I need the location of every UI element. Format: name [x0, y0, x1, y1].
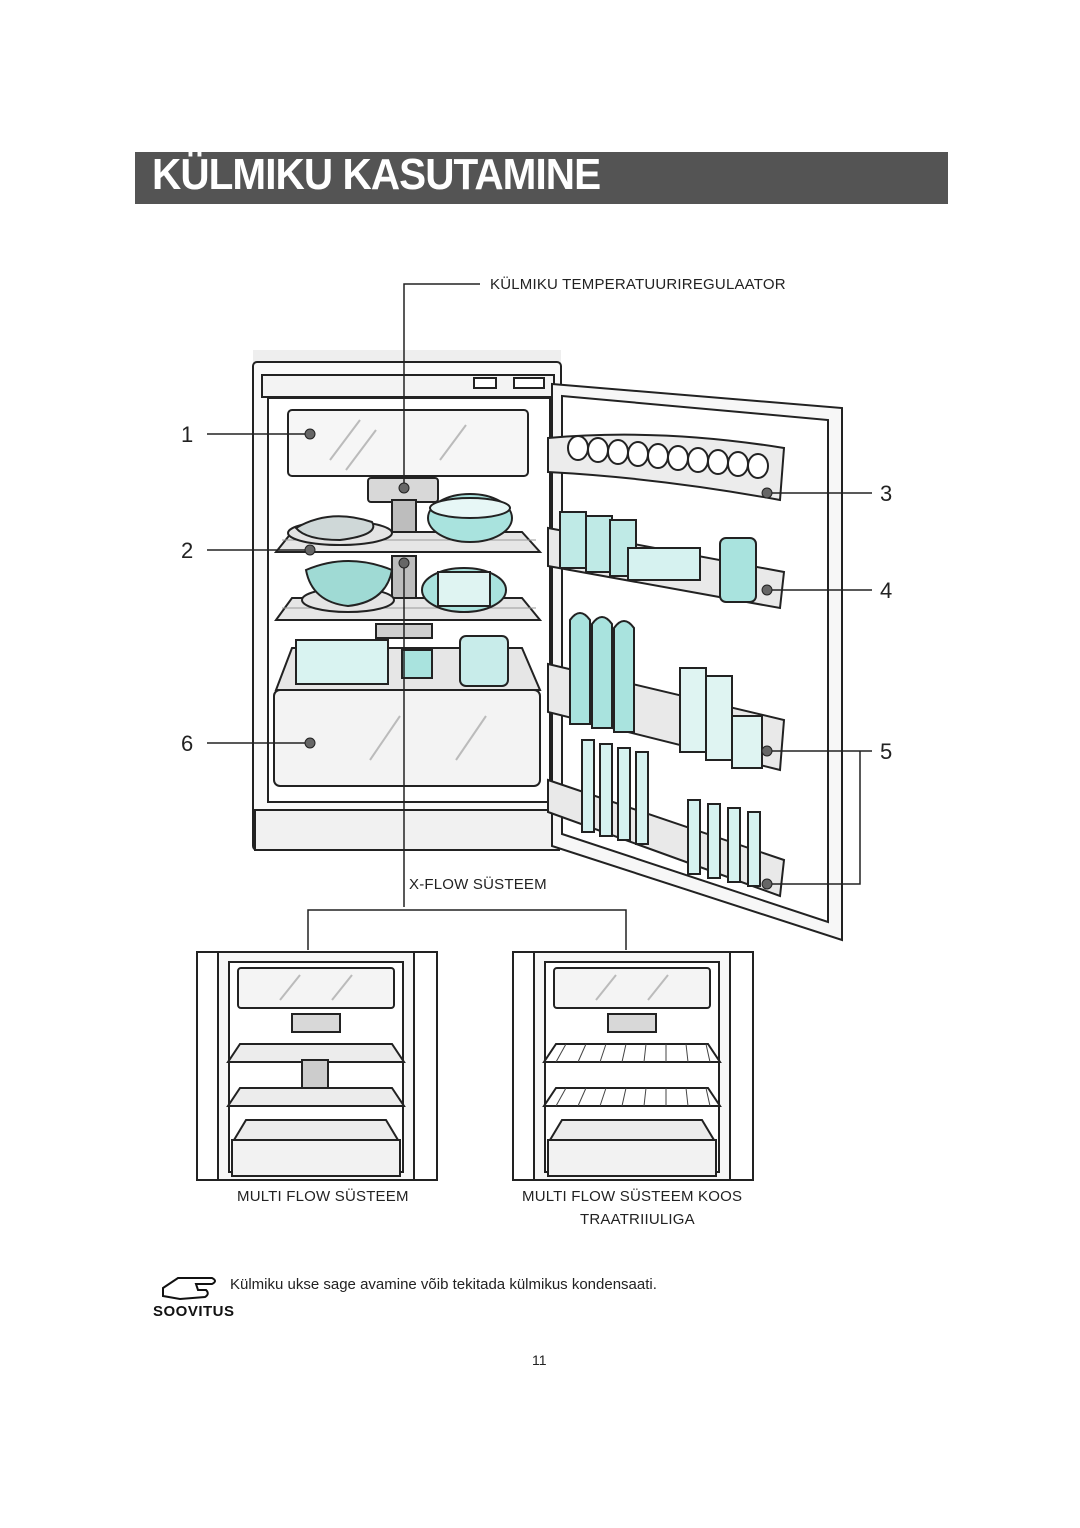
multi-flow-diagram: [196, 951, 438, 1181]
crisper-drawer: [273, 635, 542, 787]
pointing-hand-icon: [162, 1277, 216, 1301]
callout-number-5: 5: [880, 739, 893, 764]
multi-flow-wire-diagram: [512, 951, 754, 1181]
note-text: Külmiku ukse sage avamine võib tekitada …: [230, 1276, 657, 1293]
multi-flow-wire-label-line2: TRAATRIIULIGA: [580, 1211, 695, 1228]
callout-leaders: [207, 283, 872, 950]
callout-number-2: 2: [181, 538, 194, 563]
page-title: KÜLMIKU KASUTAMINE: [152, 150, 601, 199]
callout-number-1: 1: [181, 422, 194, 447]
callout-dots: [304, 428, 773, 890]
callout-number-3: 3: [880, 481, 893, 506]
fridge-door: [547, 382, 843, 942]
multi-flow-label: MULTI FLOW SÜSTEEM: [237, 1188, 409, 1205]
food-items: [287, 493, 513, 613]
callout-number-6: 6: [181, 731, 194, 756]
callout-number-4: 4: [880, 578, 893, 603]
multi-flow-wire-label-line1: MULTI FLOW SÜSTEEM KOOS: [522, 1188, 743, 1205]
note-label: SOOVITUS: [153, 1303, 235, 1320]
title-bar: [135, 152, 948, 204]
freezer-compartment: [287, 409, 529, 477]
x-flow-label: X-FLOW SÜSTEEM: [409, 876, 547, 893]
page-number: 11: [532, 1352, 547, 1368]
temp-regulator-label: KÜLMIKU TEMPERATUURIREGULAATOR: [490, 276, 786, 293]
